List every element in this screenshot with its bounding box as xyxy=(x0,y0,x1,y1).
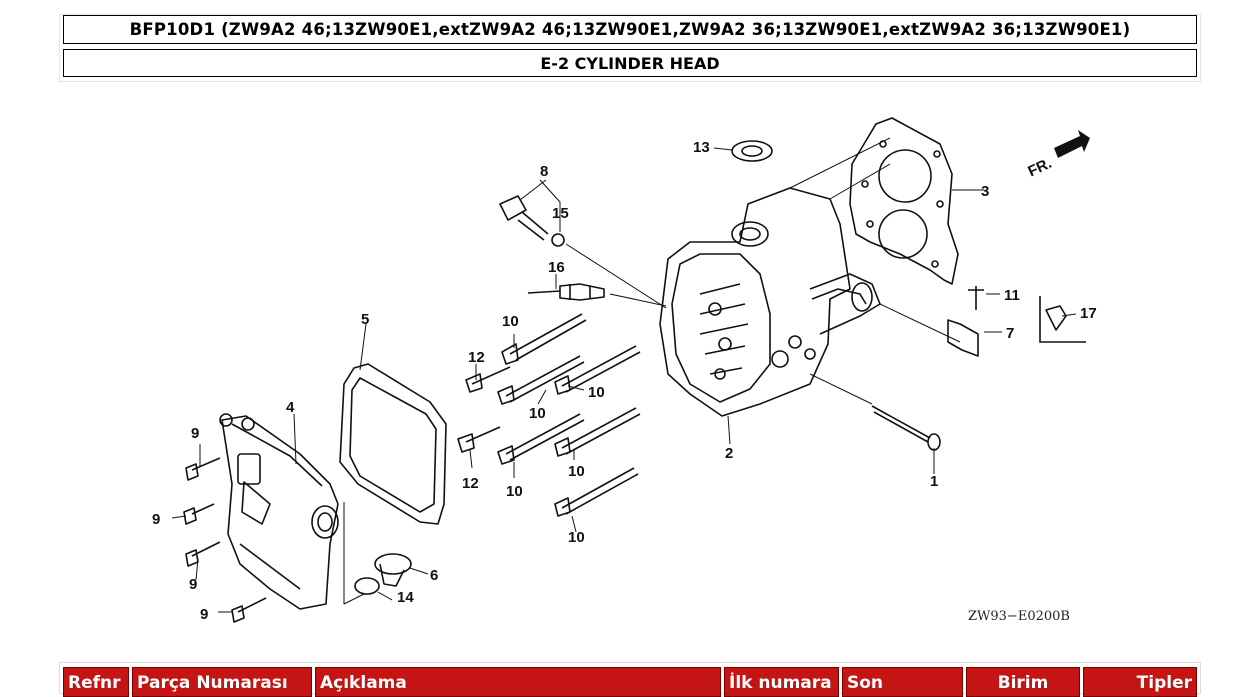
clip xyxy=(1039,296,1086,343)
callout-10a: 10 xyxy=(502,313,519,330)
cylinder-head xyxy=(659,187,881,417)
spark-plug xyxy=(527,283,605,301)
callout-10e: 10 xyxy=(568,463,585,480)
callout-12a: 12 xyxy=(468,349,485,366)
callout-16: 16 xyxy=(548,259,565,276)
callout-13: 13 xyxy=(693,139,710,156)
o-ring xyxy=(354,577,380,595)
callout-9c: 9 xyxy=(189,576,197,593)
callout-15: 15 xyxy=(552,205,569,222)
callout-labels: 1 2 3 4 6 5 7 8 9 9 9 9 10 10 10 10 10 1… xyxy=(152,139,1097,623)
col-description[interactable]: Açıklama xyxy=(315,667,721,697)
parts-diagram: FR. 1 2 3 4 6 5 7 8 9 9 9 9 10 10 10 10 … xyxy=(152,117,1097,624)
callout-9a: 9 xyxy=(191,425,199,442)
callout-9d: 9 xyxy=(200,606,208,623)
callout-6: 6 xyxy=(430,567,438,584)
front-direction-arrow: FR. xyxy=(1025,130,1090,180)
oil-filler-cap xyxy=(374,553,412,587)
thermo-sensor xyxy=(499,195,549,241)
callout-14: 14 xyxy=(397,589,414,606)
col-first-number[interactable]: İlk numara xyxy=(724,667,839,697)
cylinder-head-gasket xyxy=(849,117,959,285)
header-frame xyxy=(59,14,1201,82)
cover-gasket xyxy=(339,363,447,525)
callout-10c: 10 xyxy=(588,384,605,401)
col-part-number[interactable]: Parça Numarası xyxy=(132,667,312,697)
callout-10d: 10 xyxy=(506,483,523,500)
front-label: FR. xyxy=(1025,155,1054,181)
section-title: E-2 CYLINDER HEAD xyxy=(63,49,1197,77)
col-types[interactable]: Tipler xyxy=(1083,667,1197,697)
callout-11: 11 xyxy=(1004,287,1020,304)
callout-4: 4 xyxy=(286,399,295,416)
model-title: BFP10D1 (ZW9A2 46;13ZW90E1,extZW9A2 46;1… xyxy=(63,15,1197,44)
washer xyxy=(551,233,565,247)
parts-table-header: Refnr Parça Numarası Açıklama İlk numara… xyxy=(59,662,1201,697)
callout-9b: 9 xyxy=(152,511,160,528)
callout-10f: 10 xyxy=(568,529,585,546)
callout-5: 5 xyxy=(361,311,369,328)
oil-seal xyxy=(731,140,773,162)
callout-8: 8 xyxy=(540,163,548,180)
bracket xyxy=(947,319,979,357)
callout-1: 1 xyxy=(930,473,938,490)
callout-3: 3 xyxy=(981,183,989,200)
callout-2: 2 xyxy=(725,445,733,462)
diagram-ref-code: ZW93−E0200B xyxy=(968,609,1070,624)
callout-17: 17 xyxy=(1080,305,1097,322)
bolts xyxy=(183,286,984,623)
col-unit[interactable]: Birim xyxy=(966,667,1080,697)
callout-10b: 10 xyxy=(529,405,546,422)
callout-12b: 12 xyxy=(462,475,479,492)
header: BFP10D1 (ZW9A2 46;13ZW90E1,extZW9A2 46;1… xyxy=(59,14,1201,77)
cylinder-head-cover xyxy=(219,413,339,610)
callout-7: 7 xyxy=(1006,325,1014,342)
col-refnr[interactable]: Refnr xyxy=(63,667,129,697)
leader-lines xyxy=(171,137,1077,613)
col-last[interactable]: Son xyxy=(842,667,963,697)
